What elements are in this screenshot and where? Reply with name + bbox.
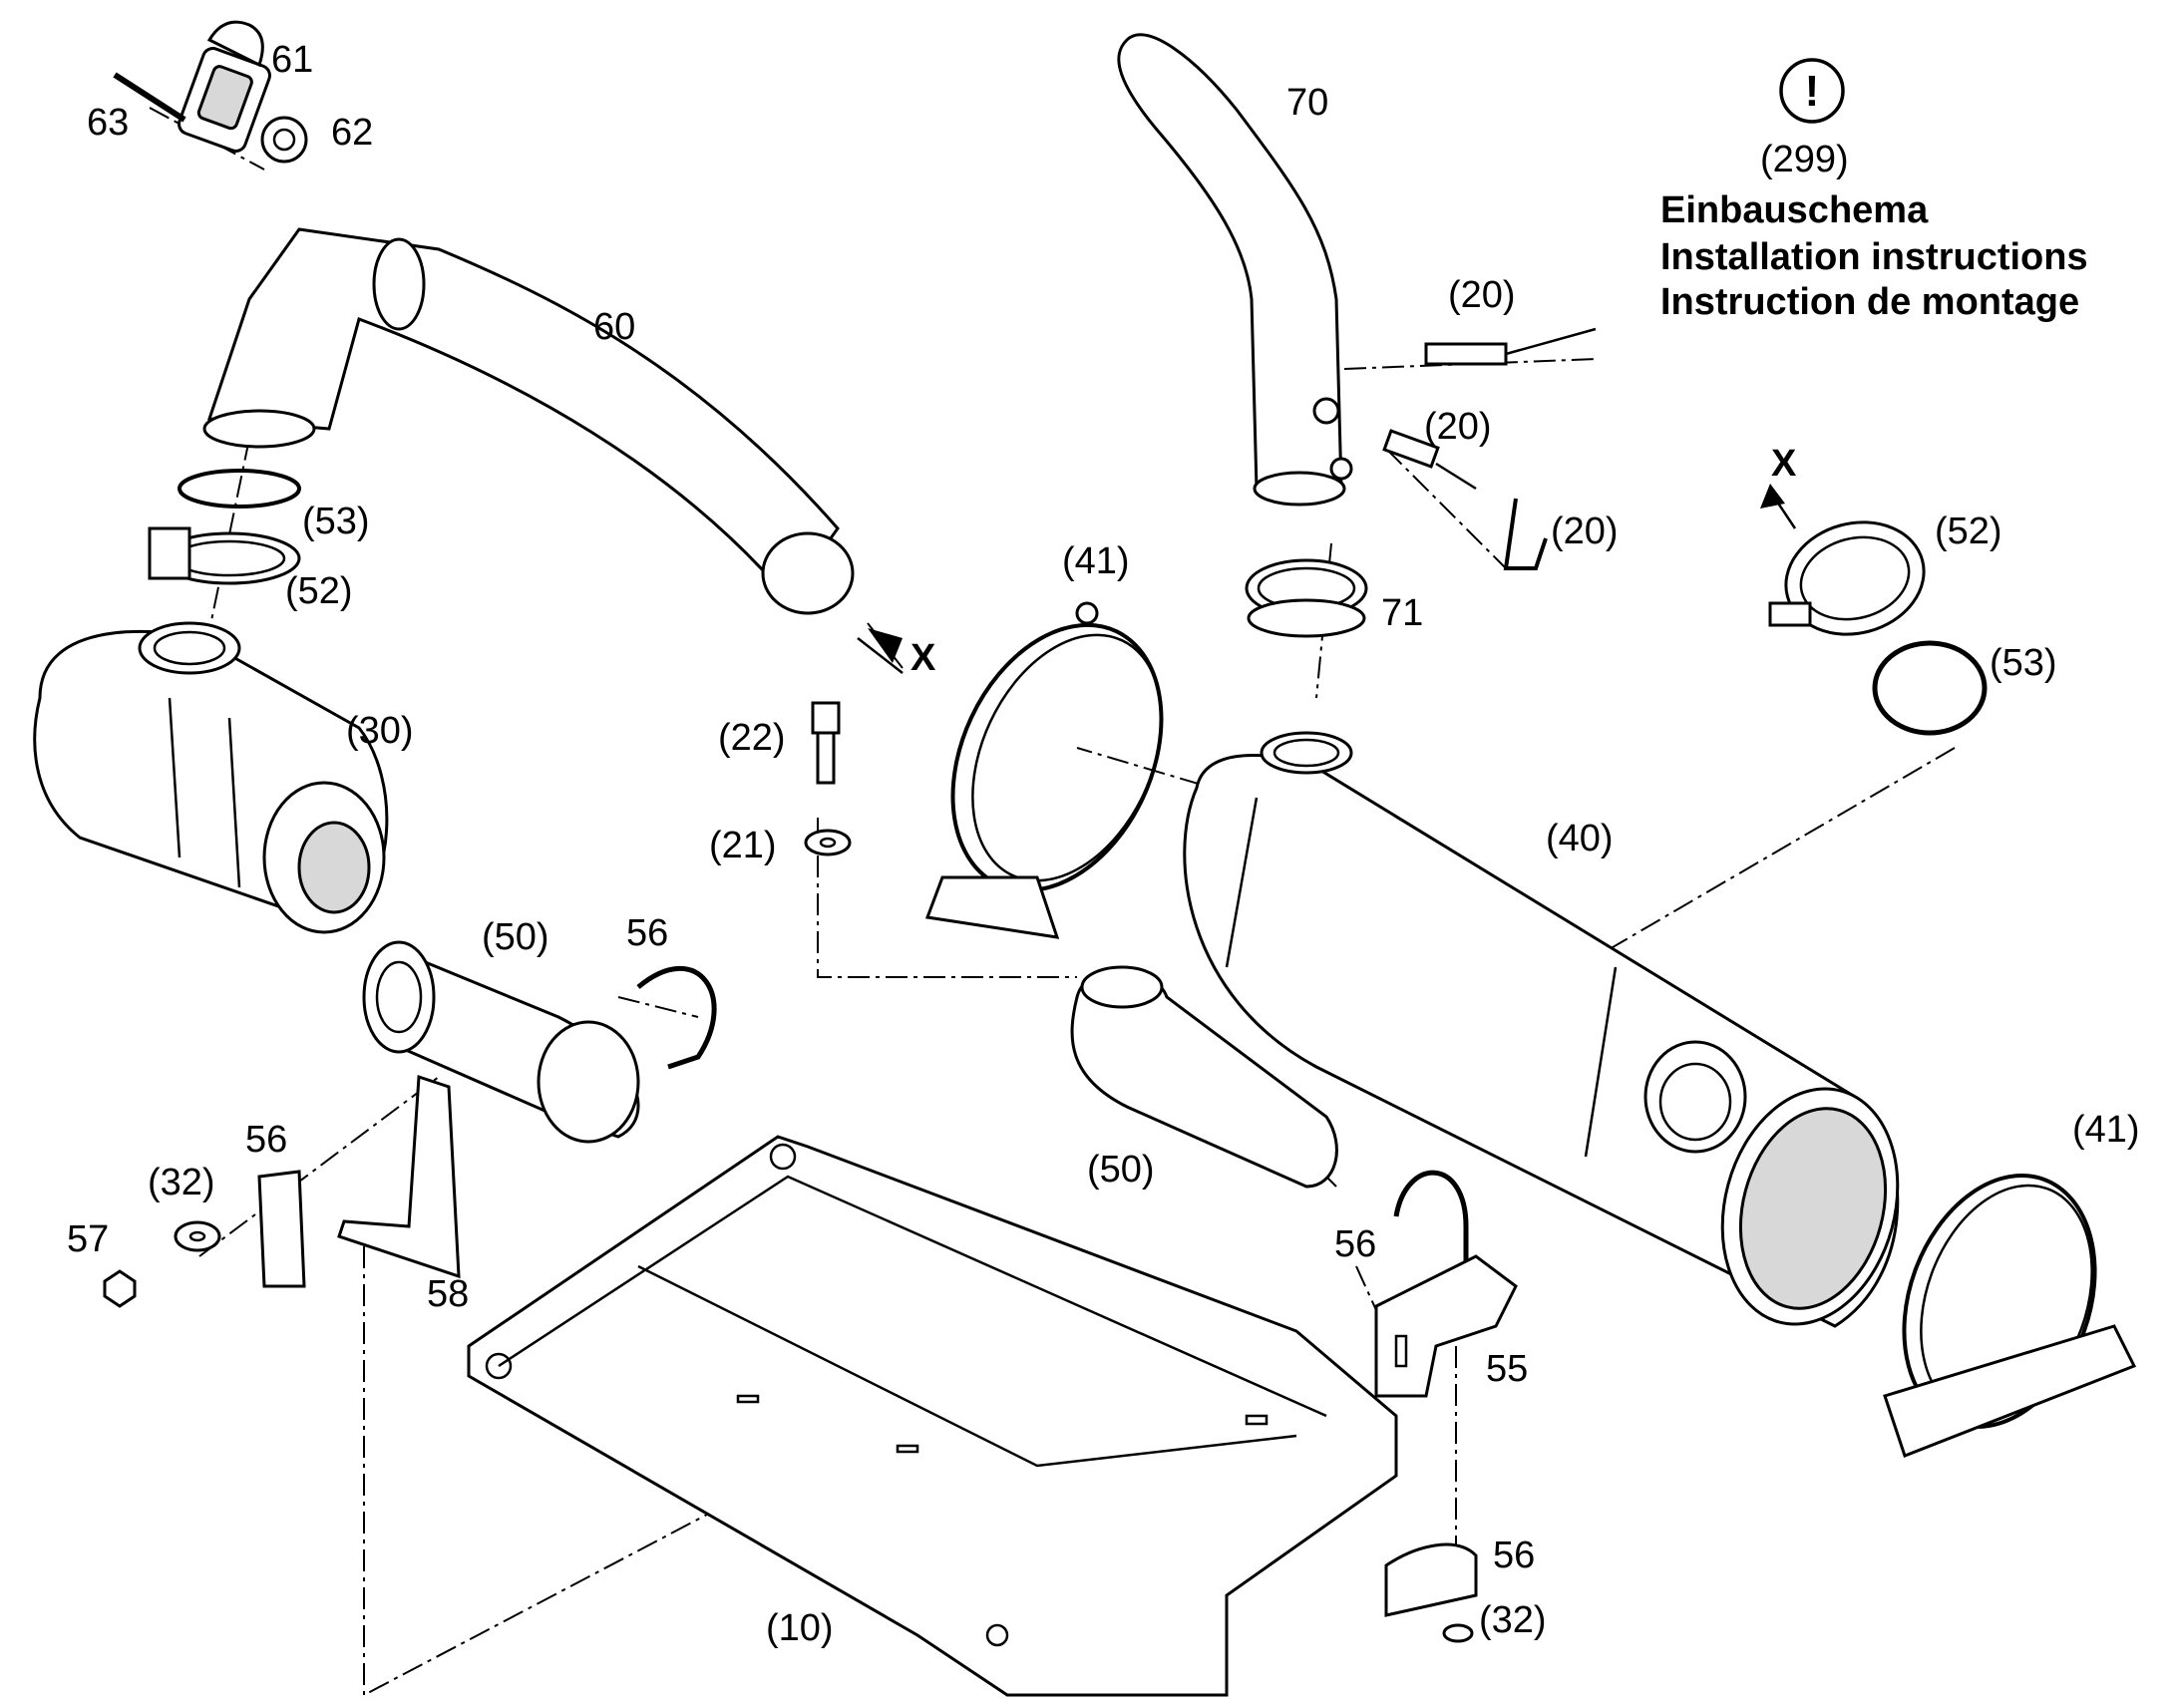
callout-32-right: (32) xyxy=(1479,1599,1547,1641)
callout-labels: 61 62 63 60 (53) (52) (30) (50) 56 56 (3… xyxy=(67,39,2140,1649)
callout-20-b: (20) xyxy=(1424,406,1492,448)
callout-56-ubolt-right: 56 xyxy=(1334,1223,1376,1265)
callout-71: 71 xyxy=(1381,592,1423,634)
callout-63: 63 xyxy=(87,102,129,144)
callout-20-c: (20) xyxy=(1551,511,1619,552)
callout-56-clamp-right: 56 xyxy=(1493,1535,1535,1576)
callout-56-clamp-left: 56 xyxy=(245,1119,287,1161)
callout-41-top: (41) xyxy=(1062,540,1130,582)
installation-notice: (299) Einbauschema Installation instruct… xyxy=(1660,139,2088,323)
exclamation-mark: ! xyxy=(1805,67,1820,116)
callout-41-bottom: (41) xyxy=(2072,1109,2140,1151)
callout-10: (10) xyxy=(766,1607,834,1649)
callout-60: 60 xyxy=(593,306,635,348)
notice-title-de: Einbauschema xyxy=(1660,189,1929,231)
callout-57: 57 xyxy=(67,1218,109,1260)
valve-assembly xyxy=(113,20,308,164)
callout-32-left: (32) xyxy=(148,1162,215,1203)
notice-ref: (299) xyxy=(1760,139,1849,180)
catalyst-30 xyxy=(33,621,389,934)
callout-x-right: X xyxy=(1771,443,1797,485)
notice-title-en: Installation instructions xyxy=(1660,236,2088,278)
callout-40: (40) xyxy=(1546,818,1614,859)
clamp-and-gasket-right xyxy=(1768,520,1988,736)
callout-58: 58 xyxy=(427,1273,469,1315)
tail-pipe-70 xyxy=(1117,33,1368,638)
mounting-clamp-41-top xyxy=(924,601,1164,939)
mounting-clamp-41-bottom xyxy=(1883,1174,2137,1458)
callout-52-right: (52) xyxy=(1935,511,2002,552)
callout-52-left: (52) xyxy=(285,570,353,612)
notice-title-fr: Instruction de montage xyxy=(1660,281,2079,323)
callout-53-left: (53) xyxy=(302,501,370,542)
mounting-frame-10 xyxy=(467,1135,1398,1697)
bracket-hardware-left xyxy=(103,1074,461,1308)
silencer-50-left xyxy=(362,940,717,1144)
muffler-40 xyxy=(1183,731,1900,1328)
gasket-and-clamp-left xyxy=(148,469,301,585)
callout-70: 70 xyxy=(1286,82,1328,124)
exhaust-pipe-60 xyxy=(202,227,855,615)
callout-30: (30) xyxy=(346,710,414,752)
bracket-hardware-right xyxy=(1384,1542,1478,1643)
callout-x-left: X xyxy=(910,637,936,679)
exclamation-circle-icon: ! xyxy=(1779,58,1845,124)
sensors-20 xyxy=(1382,327,1597,570)
callout-53-right: (53) xyxy=(1990,642,2057,684)
callout-50-right: (50) xyxy=(1087,1149,1155,1191)
callout-50-left: (50) xyxy=(482,916,549,958)
callout-55: 55 xyxy=(1486,1348,1528,1390)
bracket-55 xyxy=(1374,1254,1518,1398)
callout-62: 62 xyxy=(331,112,373,154)
arrow-left-icon xyxy=(868,628,903,663)
arrow-right-icon xyxy=(1760,484,1785,509)
silencer-50-right xyxy=(1070,965,1469,1286)
callout-56-ubolt-left: 56 xyxy=(626,912,668,954)
callout-21: (21) xyxy=(709,825,777,866)
callout-20-a: (20) xyxy=(1448,274,1516,316)
callout-22: (22) xyxy=(718,717,786,759)
callout-61: 61 xyxy=(271,39,313,81)
direction-arrows xyxy=(857,484,1797,674)
bolt-and-washer xyxy=(804,701,852,856)
